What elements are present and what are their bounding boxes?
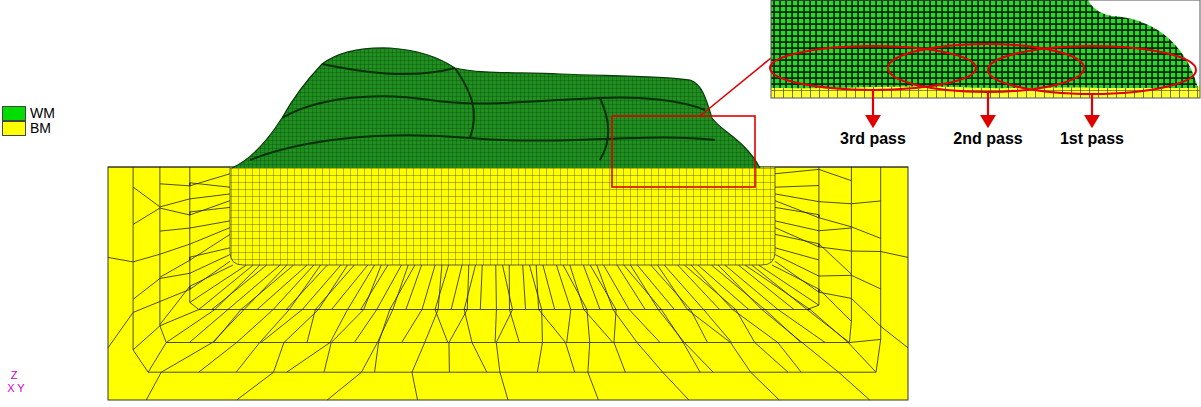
- axis-label: Z: [11, 370, 18, 381]
- legend-swatch: [2, 121, 26, 136]
- pass-label: 2nd pass: [953, 131, 1022, 147]
- legend-text: WM: [30, 106, 55, 120]
- pass-label: 3rd pass: [840, 131, 906, 147]
- axis-label: Y: [17, 383, 24, 394]
- legend-swatch: [2, 106, 26, 121]
- pass-label: 1st pass: [1060, 131, 1124, 147]
- legend-text: BM: [30, 121, 51, 135]
- axis-label: X: [7, 383, 14, 394]
